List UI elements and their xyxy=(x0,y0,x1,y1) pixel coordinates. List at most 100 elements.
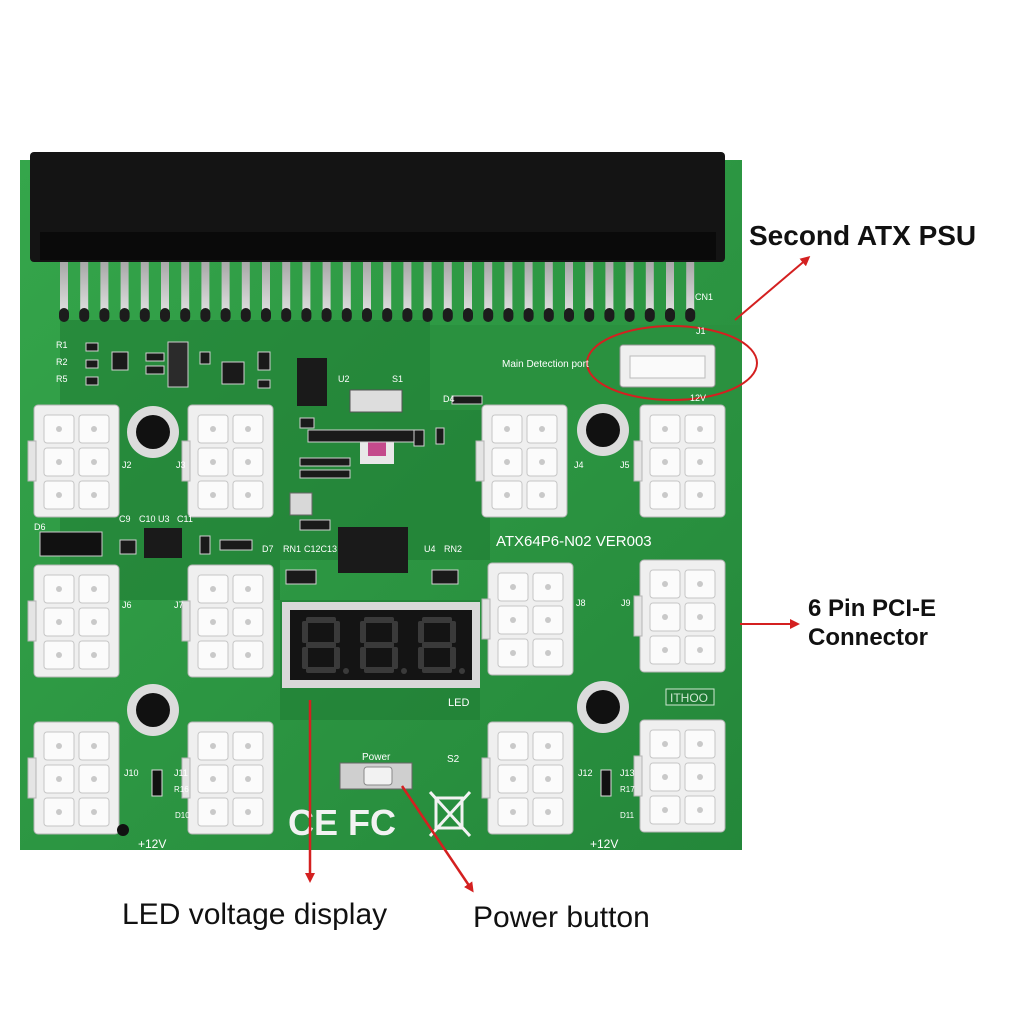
brand-mark: ITHOO xyxy=(670,691,708,705)
power-label: Power xyxy=(362,752,391,763)
slot-pin xyxy=(302,262,311,310)
pin-pad xyxy=(99,308,110,322)
d7-label: D7 xyxy=(262,544,274,554)
j1-label: J1 xyxy=(696,326,706,336)
smd-part xyxy=(85,376,99,386)
pin-pad xyxy=(665,308,675,322)
smd-part xyxy=(85,359,99,369)
pcie-6pin-connector xyxy=(633,719,726,833)
weee-icon xyxy=(428,790,472,838)
pcie-6pin-connector xyxy=(181,721,274,835)
led-12v-left xyxy=(151,769,163,797)
pin-pad xyxy=(281,308,292,322)
pin-pad xyxy=(604,308,615,322)
smd-part xyxy=(299,519,331,531)
slot-pin xyxy=(322,262,331,310)
pin-pad xyxy=(59,308,69,322)
power-button[interactable] xyxy=(363,766,393,786)
smd-part xyxy=(119,539,137,555)
seven-seg-digit xyxy=(360,617,398,673)
slot-pin xyxy=(686,262,695,310)
j13-label: J13 xyxy=(620,768,635,778)
pin-pad xyxy=(543,308,554,322)
slot-pin xyxy=(363,262,371,310)
brand-mark-box xyxy=(665,688,715,706)
pin-pad xyxy=(422,308,433,322)
switch-s1 xyxy=(349,389,403,413)
slot-pin xyxy=(161,262,169,310)
slot-pin xyxy=(383,262,392,310)
pin-pad xyxy=(584,308,595,322)
j5-label: J5 xyxy=(620,460,630,470)
c12c13-label: C12C13 xyxy=(304,544,337,554)
slot-pin xyxy=(221,262,230,310)
slot-pin xyxy=(80,262,89,310)
u3-label: U3 xyxy=(158,514,170,524)
callout-second-atx-psu: Second ATX PSU xyxy=(749,220,977,251)
r2-label: R2 xyxy=(56,357,68,367)
rn2-label: RN2 xyxy=(444,544,462,554)
r16-label: R16 xyxy=(174,785,189,794)
j11-label: J11 xyxy=(174,768,188,778)
slot-pin xyxy=(585,262,594,310)
slot-pin xyxy=(645,262,654,310)
smd-part xyxy=(307,429,419,443)
j8-label: J8 xyxy=(576,598,586,608)
slot-pin xyxy=(565,262,573,310)
slot-pin xyxy=(140,262,149,310)
pin-pad xyxy=(644,308,655,322)
mounting-hole xyxy=(577,681,629,733)
mounting-hole xyxy=(127,684,179,736)
slot-pin xyxy=(403,262,412,310)
seven-seg-dot xyxy=(401,668,407,674)
pcie-6pin-connector xyxy=(481,721,574,835)
pin-pad xyxy=(523,308,534,322)
detection-highlight-circle xyxy=(586,325,758,401)
slot-pin xyxy=(524,262,533,310)
smd-part xyxy=(435,427,445,445)
slot-pin xyxy=(60,262,68,310)
slot-pin xyxy=(605,262,614,310)
j12-label: J12 xyxy=(578,768,593,778)
slot-pin xyxy=(120,262,129,310)
slot-pin xyxy=(423,262,432,310)
pin-pad xyxy=(362,308,372,322)
pin-pad xyxy=(503,308,514,322)
pcie-6pin-connector xyxy=(27,564,120,678)
pin-pad xyxy=(220,308,231,322)
callout-pcie-line1: 6 Pin PCI-E xyxy=(808,595,937,622)
slot-pin xyxy=(625,262,634,310)
model-label: ATX64P6-N02 VER003 xyxy=(496,533,652,550)
slot-lip xyxy=(40,232,716,260)
arrow-power-button xyxy=(400,785,474,893)
seven-seg-digit xyxy=(302,617,340,673)
j3-label: J3 xyxy=(176,460,186,470)
pcie-6pin-connector xyxy=(481,562,574,676)
led-label: LED xyxy=(448,697,469,709)
led-12v-right xyxy=(600,769,612,797)
smd-components xyxy=(85,342,483,585)
pin-pad xyxy=(200,308,211,322)
smd-part xyxy=(111,351,129,371)
slot-pin xyxy=(282,262,291,310)
callout-pcie-line2: Connector xyxy=(808,624,928,651)
smd-part xyxy=(199,351,211,365)
pin-pad xyxy=(301,308,312,322)
pin-pad xyxy=(160,308,170,322)
pcie-connectors xyxy=(27,404,726,835)
pcie-6pin-connector xyxy=(633,404,726,518)
slot-pin xyxy=(443,262,452,310)
pin-pad xyxy=(180,308,191,322)
seven-seg-digit xyxy=(418,617,456,673)
pcie-6pin-connector xyxy=(27,721,120,835)
pin-pad xyxy=(564,308,574,322)
slot-pin xyxy=(484,262,493,310)
smd-part xyxy=(451,395,483,405)
u2-label: U2 xyxy=(338,374,350,384)
smd-part xyxy=(285,569,317,585)
detection-port-slot xyxy=(629,355,706,379)
r5-label: R5 xyxy=(56,374,68,384)
mounting-hole xyxy=(127,406,179,458)
smd-part xyxy=(219,539,253,551)
slot-pin xyxy=(666,262,674,310)
